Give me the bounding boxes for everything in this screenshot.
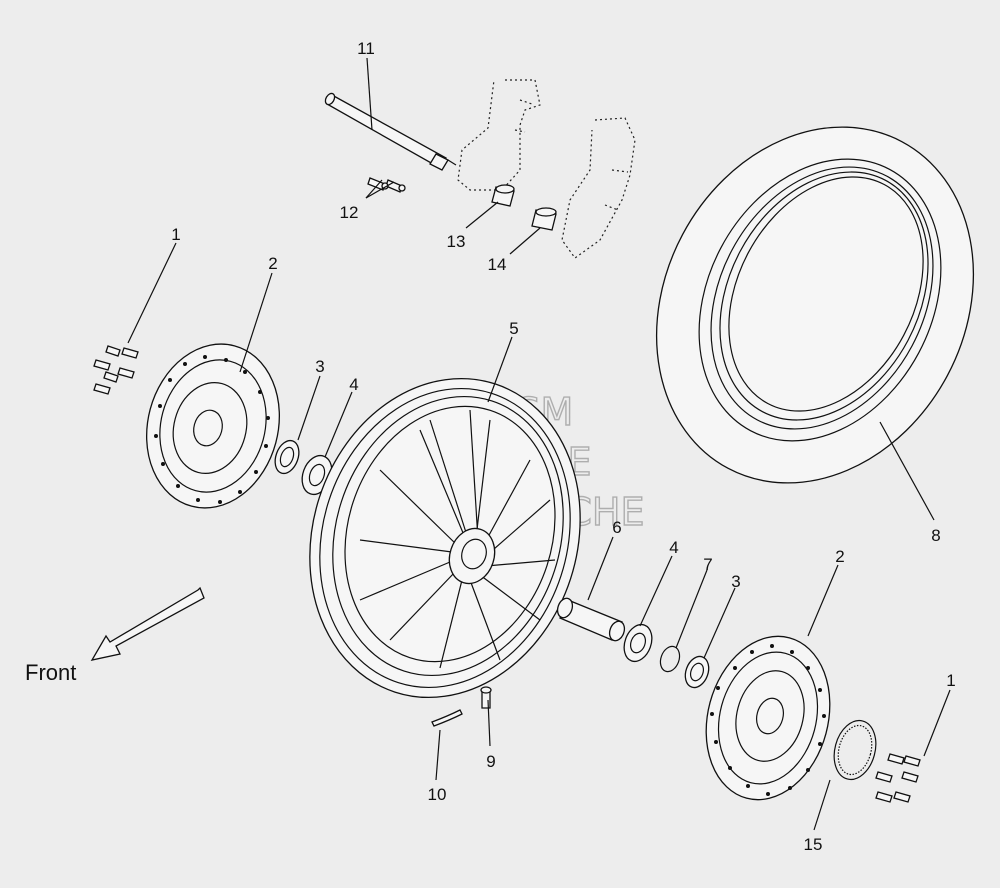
front-arrow-icon <box>90 586 205 661</box>
fork-legs <box>457 79 636 259</box>
brake-disc-right <box>705 635 831 801</box>
pinch-screws <box>367 177 406 193</box>
callout-10: 10 <box>428 785 447 804</box>
callout-8: 8 <box>931 526 940 545</box>
callout-9: 9 <box>486 752 495 771</box>
callout-3-right: 3 <box>731 572 740 591</box>
valve <box>480 686 492 709</box>
axle <box>324 92 457 171</box>
spacer-14 <box>531 207 557 231</box>
spacer-13 <box>491 184 515 207</box>
callout-14: 14 <box>488 255 507 274</box>
callout-2-right: 2 <box>835 547 844 566</box>
callout-1-right: 1 <box>946 671 955 690</box>
brake-disc-left <box>145 343 281 509</box>
callout-4-right: 4 <box>669 538 678 557</box>
leader-lines <box>127 57 951 831</box>
callout-1-left: 1 <box>171 225 180 244</box>
callouts: 1 2 3 4 5 6 4 7 3 2 8 1 9 10 11 12 13 14… <box>171 39 955 854</box>
callout-2-left: 2 <box>268 254 277 273</box>
callout-5: 5 <box>509 319 518 338</box>
callout-12: 12 <box>340 203 359 222</box>
callout-7: 7 <box>703 555 712 574</box>
callout-3-left: 3 <box>315 357 324 376</box>
callout-13: 13 <box>447 232 466 251</box>
callout-4-left: 4 <box>349 375 358 394</box>
front-label: Front <box>25 660 76 685</box>
disc-bolts-right <box>875 753 921 803</box>
bearing-right <box>623 623 653 663</box>
balance-weight <box>431 709 463 727</box>
disc-bolts-left <box>93 345 139 395</box>
callout-15: 15 <box>804 835 823 854</box>
tire <box>655 126 975 484</box>
tone-ring <box>833 719 877 781</box>
callout-11: 11 <box>357 39 375 58</box>
spacer-6 <box>556 597 626 642</box>
seal-right <box>684 655 710 689</box>
callout-6: 6 <box>612 518 621 537</box>
circlip <box>659 645 681 673</box>
seal-left <box>274 439 300 475</box>
wheel-rim <box>309 377 581 699</box>
